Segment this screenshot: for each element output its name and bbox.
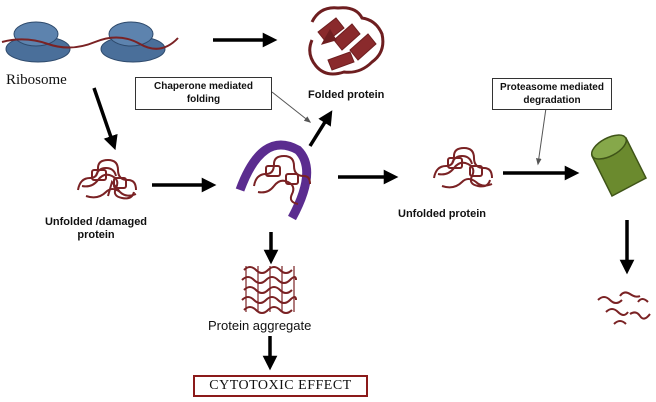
unfolded-protein-icon [433,146,493,189]
degraded-peptides-icon [597,291,651,325]
protein-aggregate-icon [241,266,297,314]
arrow-chaperone-to-folded [308,110,333,147]
chaperone-icon [235,140,312,221]
pointer-proteasome-label [536,107,547,166]
ribosome-icon [1,21,179,63]
proteasome-degradation-label: Proteasome mediated degradation [492,78,612,110]
protein-aggregate-label: Protein aggregate [208,318,312,333]
unfolded-protein-label: Unfolded protein [398,208,486,220]
unfolded-damaged-protein-label: Unfolded /damaged protein [44,216,148,241]
chaperone-folding-label: Chaperone mediated folding [135,77,272,110]
cytotoxic-effect-label: CYTOTOXIC EFFECT [193,375,368,397]
pointer-chaperone-label [271,91,312,123]
ribosome-label: Ribosome [6,72,67,88]
unfolded-damaged-protein-icon [77,158,137,200]
folded-protein-label: Folded protein [308,89,385,101]
arrow-ribosome-to-unfolded [92,87,118,151]
chaperone-bound-protein-icon [253,154,311,205]
folded-protein-icon [308,6,385,76]
proteasome-icon [590,134,647,198]
